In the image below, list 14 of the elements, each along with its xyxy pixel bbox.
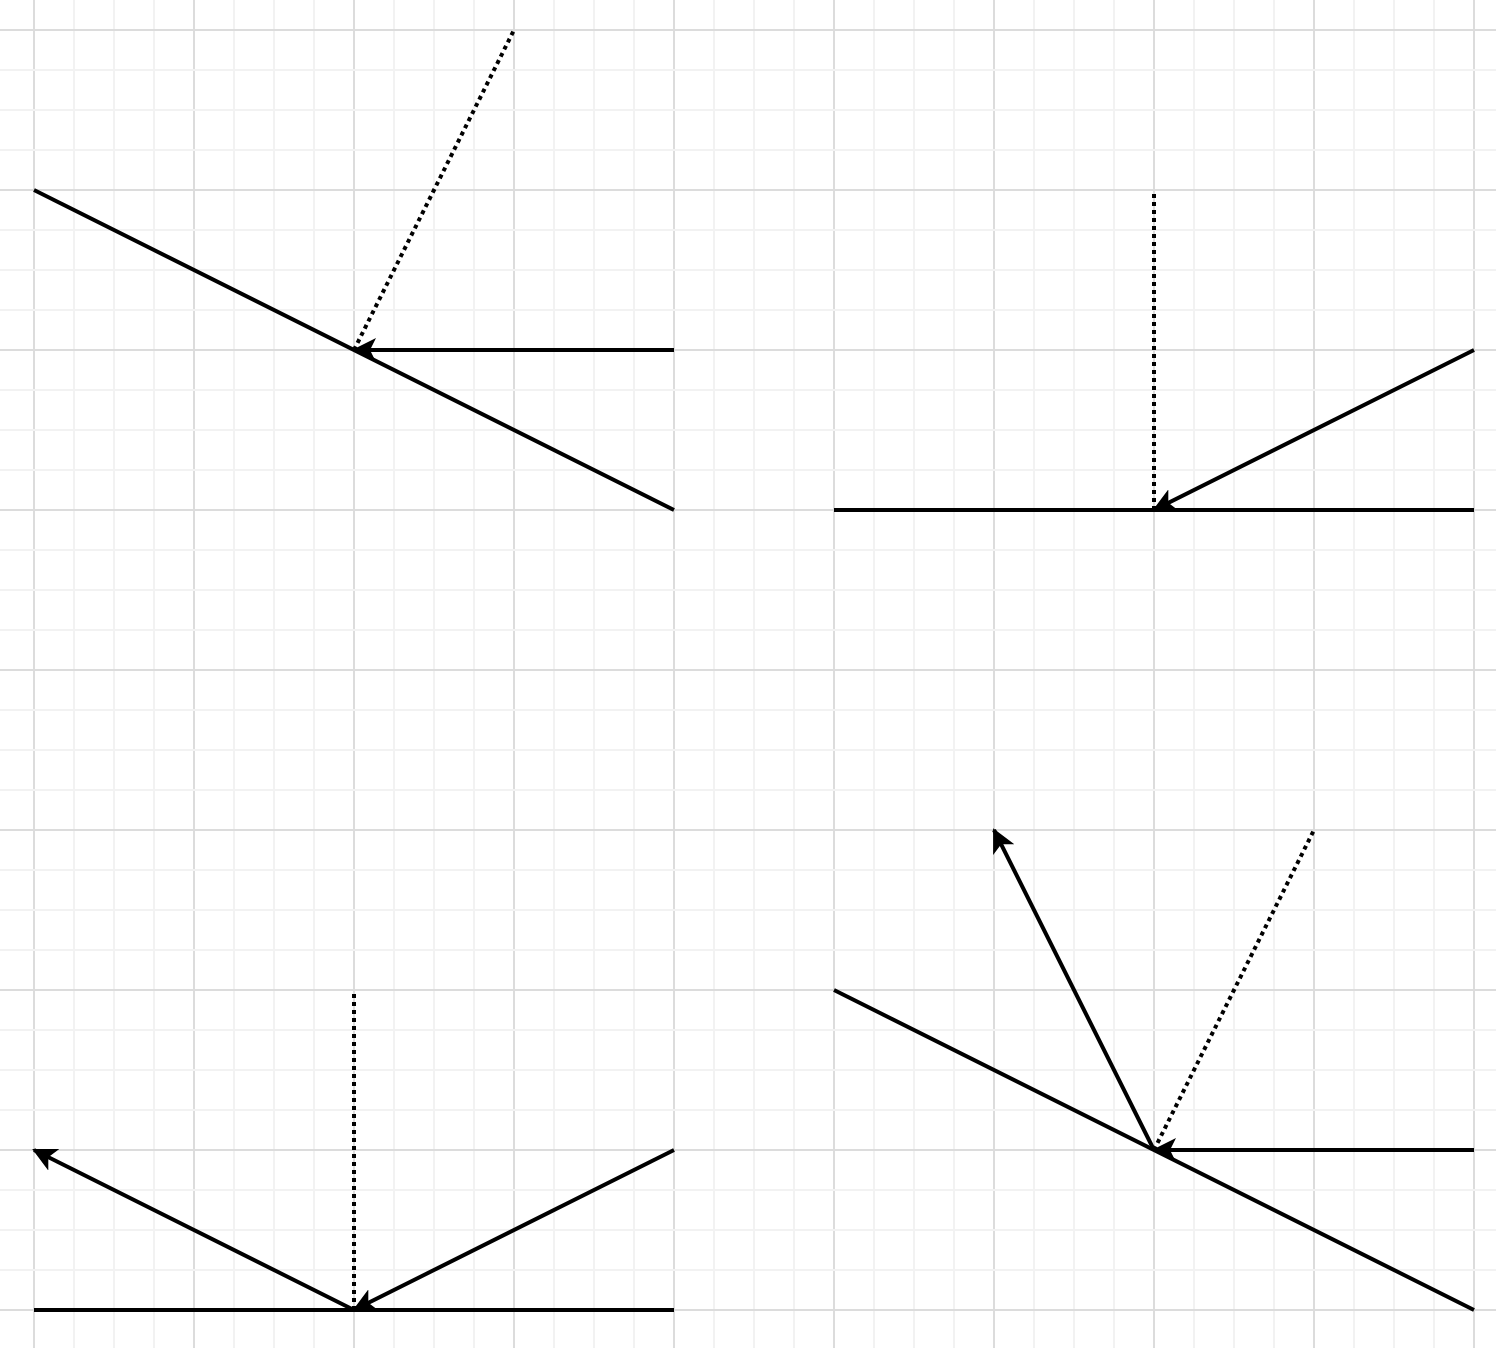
arrow xyxy=(352,338,674,362)
surface-line xyxy=(34,1308,674,1312)
arrow xyxy=(992,828,1156,1151)
dotted-line xyxy=(1152,190,1156,510)
arrow xyxy=(352,1148,675,1312)
dotted-line xyxy=(352,990,356,1310)
arrow xyxy=(1152,1138,1474,1162)
surface-line xyxy=(833,988,1475,1312)
dotted-line xyxy=(352,29,516,351)
arrow xyxy=(32,1148,355,1312)
arrow xyxy=(1152,348,1475,512)
dotted-line xyxy=(1152,829,1316,1151)
surface-line xyxy=(834,508,1474,512)
surface-line xyxy=(33,188,675,512)
